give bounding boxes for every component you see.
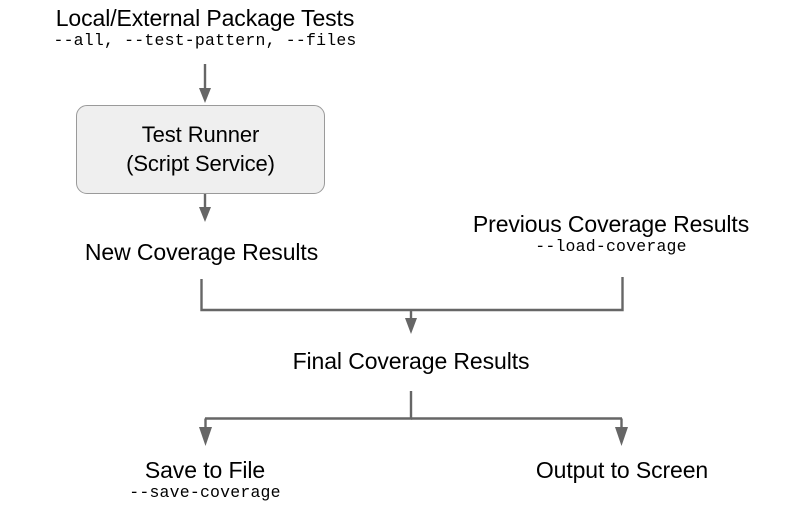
- node-test-runner-line2: (Script Service): [126, 150, 275, 176]
- node-final-coverage-results: Final Coverage Results: [240, 349, 582, 373]
- node-save-to-file-title: Save to File: [144, 457, 266, 483]
- node-save-to-file: Save to File --save-coverage: [55, 457, 355, 503]
- edge-split-to-save-to-file: [199, 418, 212, 446]
- edge-new-coverage-to-merge: [200, 279, 411, 312]
- node-test-runner-line1: Test Runner: [141, 122, 260, 148]
- edge-previous-coverage-to-merge: [411, 277, 624, 312]
- node-final-coverage-title: Final Coverage Results: [292, 348, 530, 374]
- node-input-package-tests: Local/External Package Tests --all, --te…: [0, 5, 410, 51]
- node-test-runner-box: Test Runner (Script Service): [76, 105, 325, 194]
- node-previous-coverage-title: Previous Coverage Results: [472, 211, 750, 237]
- node-save-to-file-flags: --save-coverage: [129, 483, 281, 503]
- node-input-flags: --all, --test-pattern, --files: [53, 31, 357, 51]
- node-output-to-screen-title: Output to Screen: [535, 457, 709, 483]
- node-previous-coverage-results: Previous Coverage Results --load-coverag…: [437, 211, 785, 257]
- edge-merge-to-final-coverage: [405, 310, 417, 334]
- node-new-coverage-title: New Coverage Results: [84, 239, 319, 265]
- node-output-to-screen: Output to Screen: [472, 458, 772, 482]
- edge-split-to-output-to-screen: [615, 418, 628, 446]
- edge-runner-to-new-coverage: [199, 194, 211, 222]
- edge-input-to-runner: [199, 64, 211, 103]
- node-previous-coverage-flags: --load-coverage: [535, 237, 687, 257]
- node-new-coverage-results: New Coverage Results: [30, 240, 373, 264]
- edge-final-coverage-to-split: [205, 391, 622, 420]
- node-input-title: Local/External Package Tests: [55, 5, 355, 31]
